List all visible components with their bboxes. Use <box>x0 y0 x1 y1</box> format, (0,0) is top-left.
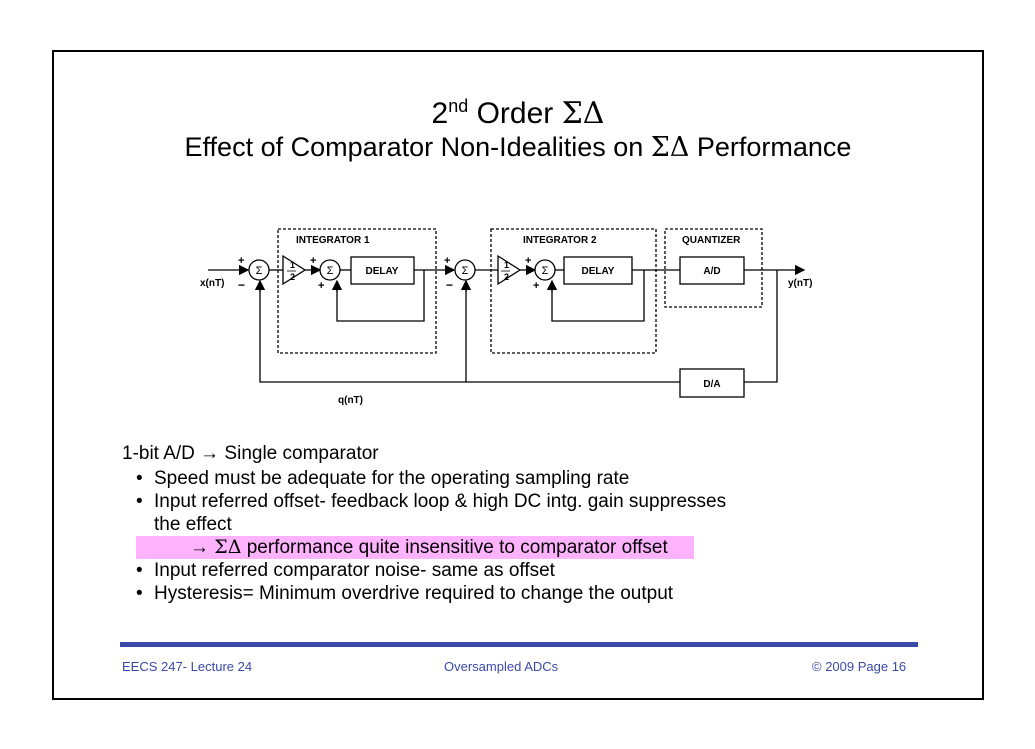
sign-minus: − <box>446 278 453 292</box>
sign-plus: + <box>310 255 316 267</box>
bullet-continuation: the effect <box>122 513 726 536</box>
slide-frame: 2nd Order ΣΔ Effect of Comparator Non-Id… <box>52 50 984 700</box>
title-sigma-delta: ΣΔ <box>561 96 605 131</box>
integrator1-box <box>277 228 437 354</box>
bullet-dot: • <box>136 560 143 581</box>
bullet-item: • Input referred comparator noise- same a… <box>122 559 726 582</box>
bullet-dot: • <box>136 491 143 512</box>
sign-plus: + <box>525 255 531 267</box>
footer-lecture: EECS 247- Lecture 24 <box>122 659 253 674</box>
gain-2-num: 1 <box>504 260 509 270</box>
title-superscript: nd <box>448 96 469 116</box>
highlight-sigma-delta: ΣΔ <box>214 536 242 558</box>
footer-page: © 2009 Page 16 <box>812 659 907 674</box>
delay-2 <box>563 256 633 285</box>
bullet-text: Hysteresis= Minimum overdrive required t… <box>154 583 674 604</box>
adc-label: A/D <box>703 266 720 277</box>
sign-plus: + <box>238 255 244 267</box>
footer-rule <box>120 642 918 647</box>
highlight-text: performance quite insensitive to compara… <box>241 537 668 558</box>
slide-title: 2nd Order ΣΔ <box>54 96 982 131</box>
bullet-item: • Speed must be adequate for the operatin… <box>122 467 726 490</box>
summer-4-symbol: Σ <box>542 265 549 277</box>
bullet-text: Input referred comparator noise- same as… <box>154 560 555 581</box>
summer-3-symbol: Σ <box>462 265 469 277</box>
bullet-text: the effect <box>154 514 232 535</box>
summer-2-symbol: Σ <box>327 265 334 277</box>
sigma-delta-block-diagram: INTEGRATOR 1 INTEGRATOR 2 QUANTIZER x(nT… <box>200 228 812 406</box>
delay-1-label: DELAY <box>366 266 399 277</box>
quantizer-box <box>664 228 763 308</box>
subtitle-text: Effect of Comparator Non-Idealities on <box>184 132 651 162</box>
sign-plus: + <box>533 280 539 292</box>
highlight-line: → ΣΔ performance quite insensitive to co… <box>122 536 726 559</box>
quantizer-label: QUANTIZER <box>682 235 741 246</box>
gain-2 <box>497 254 522 286</box>
sign-minus: − <box>238 278 245 292</box>
lead-line: 1-bit A/D → Single comparator <box>122 443 379 464</box>
summer-1-symbol: Σ <box>256 265 263 277</box>
integrator2-box <box>490 228 657 354</box>
bullet-text: Input referred offset- feedback loop & h… <box>154 491 727 512</box>
feedback-label: q(nT) <box>338 395 363 406</box>
delay-1 <box>350 256 415 285</box>
bullet-dot: • <box>136 468 143 489</box>
gain-1-den: 2 <box>290 272 295 282</box>
footer-topic: Oversampled ADCs <box>444 659 559 674</box>
gain-1 <box>282 254 307 286</box>
sign-plus: + <box>318 280 324 292</box>
gain-1-num: 1 <box>290 260 295 270</box>
highlight-arrow: → <box>190 537 215 558</box>
bullet-text: Speed must be adequate for the operating… <box>154 468 630 489</box>
input-label: x(nT) <box>200 278 224 289</box>
sign-plus: + <box>444 255 450 267</box>
title-text: 2 <box>431 97 449 130</box>
bullet-item: • Hysteresis= Minimum overdrive required … <box>122 582 726 605</box>
gain-2-den: 2 <box>504 272 509 282</box>
output-label: y(nT) <box>788 278 812 289</box>
subtitle-sigma-delta: ΣΔ <box>650 132 690 163</box>
integrator2-label: INTEGRATOR 2 <box>523 235 597 246</box>
dac-label: D/A <box>703 379 720 390</box>
slide-subtitle: Effect of Comparator Non-Idealities on Σ… <box>54 132 982 163</box>
highlight-box: → ΣΔ performance quite insensitive to co… <box>136 536 694 559</box>
bullet-dot: • <box>136 583 143 604</box>
delay-2-label: DELAY <box>582 266 615 277</box>
slide-body: 1-bit A/D → Single comparator • Speed mus… <box>122 442 726 605</box>
bullet-item: • Input referred offset- feedback loop & … <box>122 490 726 513</box>
title-text: Order <box>468 97 562 130</box>
subtitle-text: Performance <box>689 132 852 162</box>
dac-block <box>679 368 745 398</box>
integrator1-label: INTEGRATOR 1 <box>296 235 370 246</box>
